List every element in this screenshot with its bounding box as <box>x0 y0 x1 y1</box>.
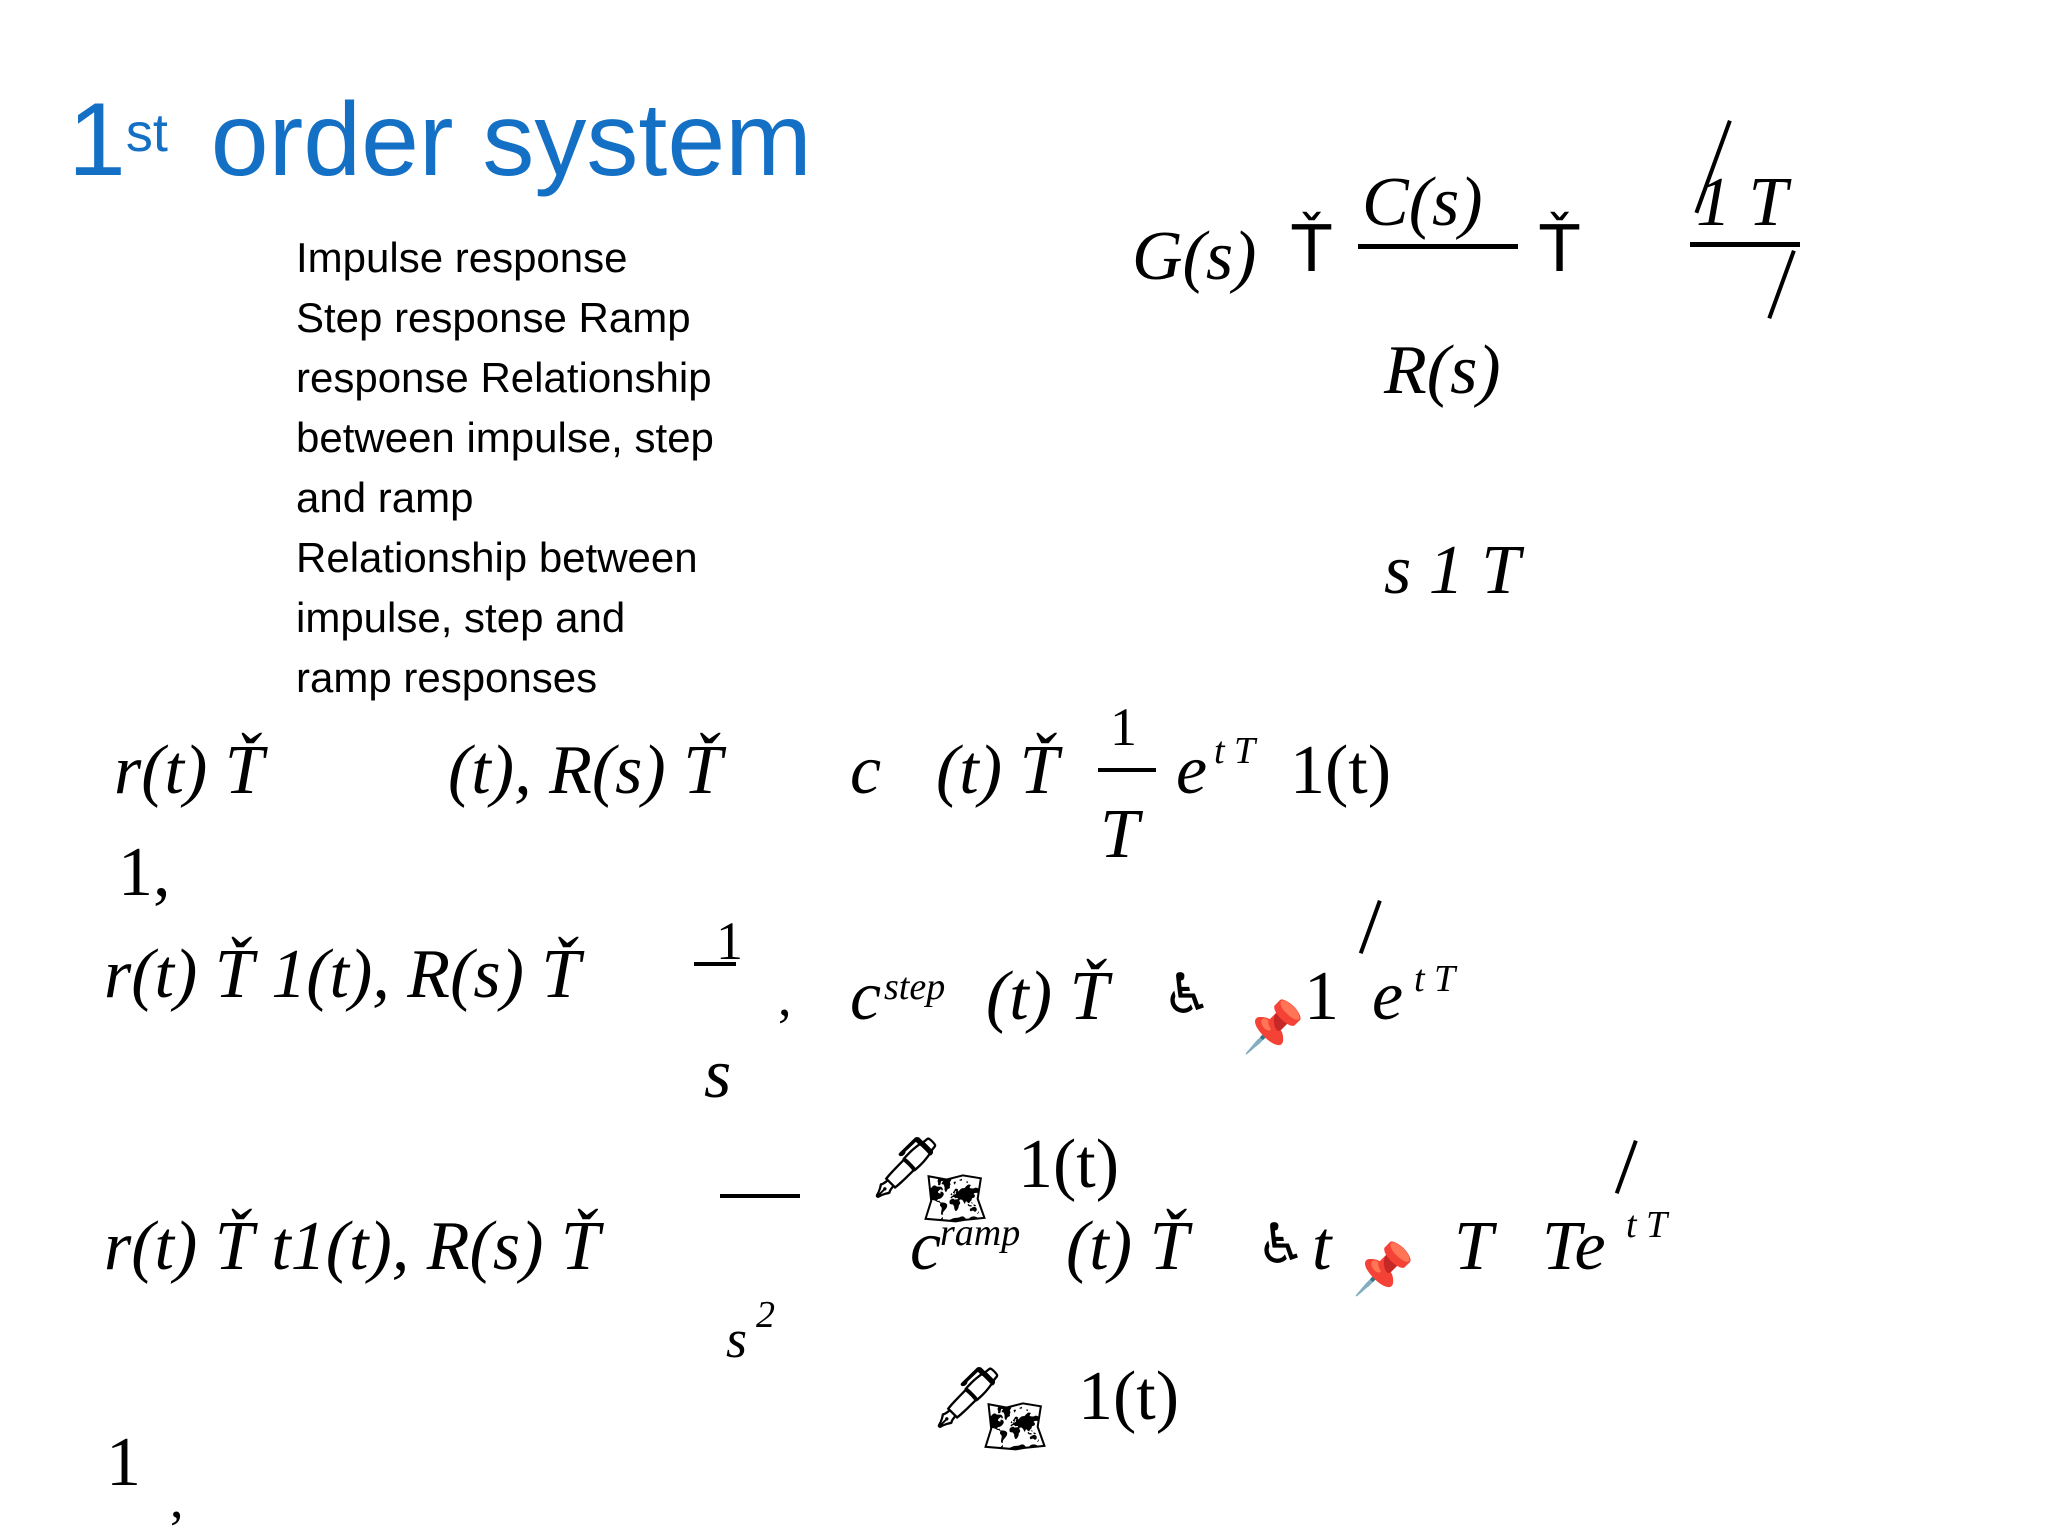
step-input: r(t) Ť 1(t), R(s) Ť <box>104 936 581 1013</box>
ramp-den-sup: 2 <box>756 1294 775 1336</box>
ramp-input: r(t) Ť t1(t), R(s) Ť <box>104 1208 600 1285</box>
g-of-s: G(s) <box>1132 218 1257 295</box>
step-exp-sup: t T <box>1414 958 1456 1000</box>
slash-mark <box>1767 250 1796 320</box>
impulse-output-c: c <box>850 732 882 809</box>
world-map-icon: 🗺 <box>982 1397 1049 1457</box>
ramp-t: t <box>1312 1208 1332 1285</box>
fraction-bar <box>1690 242 1800 247</box>
step-frac-num: 1 <box>716 911 743 971</box>
equals-symbol: Ť <box>1540 213 1580 287</box>
impulse-exp: e <box>1176 732 1208 809</box>
impulse-output-t: (t) Ť <box>936 732 1059 809</box>
fraction-bar <box>1098 768 1156 772</box>
fraction-bar <box>720 1194 800 1198</box>
wheelchair-icon: ♿ <box>1256 1212 1307 1277</box>
ramp-comma: , <box>170 1469 184 1529</box>
fraction-bar <box>694 962 736 966</box>
step-one: 1 <box>1304 958 1339 1035</box>
ramp-Te: Te <box>1542 1208 1606 1285</box>
slide-title: 1st order system <box>68 88 812 192</box>
title-superscript: st <box>125 103 168 163</box>
equals-symbol: Ť <box>1292 213 1332 287</box>
pen-icon: 🖋 <box>930 1363 1007 1433</box>
one-over-t: 1 T <box>1696 164 1788 241</box>
world-map-icon: 🗺 <box>922 1169 989 1229</box>
title-number: 1 <box>68 82 126 198</box>
step-comma: , <box>778 967 792 1027</box>
pushpin-icon: 📌 <box>1242 998 1305 1056</box>
r-of-s-denominator: R(s) <box>1384 332 1501 409</box>
title-text: order system <box>181 82 812 198</box>
pushpin-icon: 📌 <box>1352 1240 1415 1298</box>
ramp-output-t: (t) Ť <box>1066 1208 1189 1285</box>
impulse-one: 1, <box>118 834 171 911</box>
ramp-T: T <box>1454 1208 1493 1285</box>
step-output-t: (t) Ť <box>986 958 1109 1035</box>
ramp-exp-sup: t T <box>1626 1204 1668 1246</box>
fraction-bar <box>1358 244 1518 249</box>
step-den: s <box>704 1036 732 1113</box>
c-of-s-numerator: C(s) <box>1362 164 1483 241</box>
impulse-exp-sup: t T <box>1214 730 1256 772</box>
impulse-tail: 1(t) <box>1290 732 1392 809</box>
s-plus-one-over-t: s 1 T <box>1384 532 1521 609</box>
pen-icon: 🖋 <box>868 1133 945 1203</box>
slash-mark <box>1614 1140 1638 1194</box>
bullet-text: Impulse response Step response Ramp resp… <box>296 234 714 701</box>
step-tail: 1(t) <box>1018 1126 1120 1203</box>
ramp-den: s <box>726 1309 748 1369</box>
impulse-input: r(t) Ť <box>114 732 264 809</box>
impulse-frac-num: 1 <box>1110 697 1137 757</box>
step-output-c: c <box>850 958 882 1035</box>
ramp-one: 1 <box>106 1424 141 1501</box>
step-exp: e <box>1372 958 1404 1035</box>
wheelchair-icon: ♿ <box>1162 962 1213 1027</box>
ramp-tail: 1(t) <box>1078 1358 1180 1435</box>
impulse-laplace: (t), R(s) Ť <box>448 732 723 809</box>
ramp-subscript: ramp <box>940 1212 1021 1254</box>
impulse-frac-den: T <box>1100 796 1139 873</box>
ramp-output-c: c <box>910 1208 942 1285</box>
slash-mark <box>1358 900 1382 954</box>
step-subscript: step <box>884 966 946 1008</box>
